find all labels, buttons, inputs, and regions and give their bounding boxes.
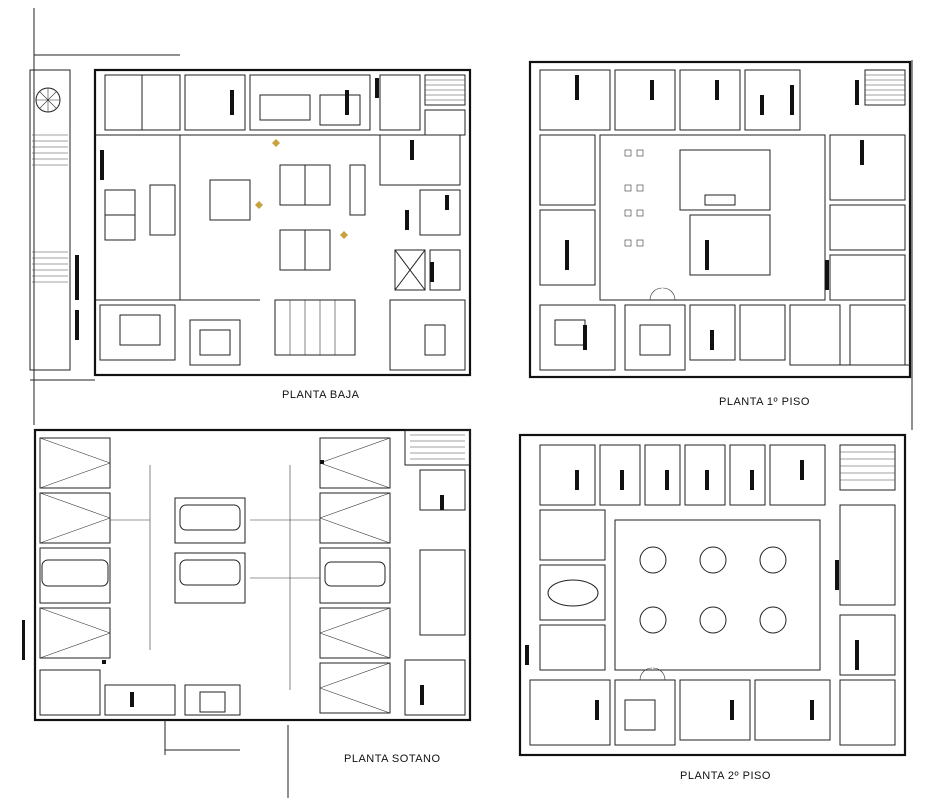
stairs-piso1: [864, 69, 906, 106]
drive-lanes: [110, 464, 320, 690]
sheet-guides: [33, 8, 913, 798]
car-icons: [41, 504, 386, 587]
door-swings-piso1: [649, 287, 676, 301]
door-swings-piso2: [639, 667, 666, 681]
stairs-piso2: [839, 444, 896, 491]
parking-diagonals-left: [39, 437, 111, 659]
plan-planta-1-piso: [528, 60, 912, 379]
plan-planta-sotano: [22, 428, 472, 755]
stairs-sotano: [410, 434, 465, 460]
plan-planta-baja: [29, 68, 472, 381]
stairs-baja: [424, 74, 466, 106]
stair-hatch-left: [32, 134, 68, 283]
plant-icon: [35, 87, 61, 113]
wall-blocks-piso1: [565, 75, 864, 350]
plan-planta-2-piso: [518, 433, 907, 757]
accent-furniture: [255, 139, 348, 239]
parking-diagonals-right: [319, 437, 391, 714]
wall-blocks-sotano: [22, 460, 444, 707]
wall-blocks-baja: [75, 78, 449, 340]
round-tables-piso2: [639, 546, 787, 634]
plan-label-planta-sotano: PLANTA SOTANO: [344, 753, 441, 765]
chair-grid-piso1: [624, 149, 644, 247]
plan-label-planta-baja: PLANTA BAJA: [282, 389, 360, 401]
plan-label-planta-1-piso: PLANTA 1º PISO: [719, 396, 810, 408]
plan-label-planta-2-piso: PLANTA 2º PISO: [680, 770, 771, 782]
wall-blocks-piso2: [525, 460, 859, 720]
